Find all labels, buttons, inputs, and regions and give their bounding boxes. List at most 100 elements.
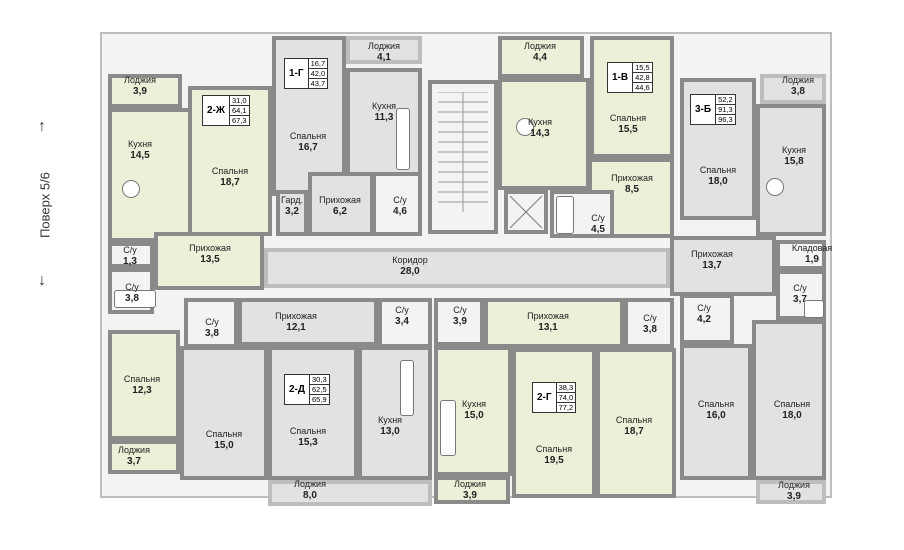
stove-icon	[122, 180, 140, 198]
arrow-up-icon[interactable]: ↑	[38, 118, 46, 135]
corridor[interactable]	[264, 248, 670, 288]
room-area: 16,7	[298, 142, 318, 153]
room-kitchen[interactable]	[756, 104, 826, 236]
room-bedroom[interactable]	[512, 348, 596, 498]
counter-icon	[440, 400, 456, 456]
living-area: 38,3	[556, 383, 576, 393]
room-name: Спальня	[211, 166, 249, 176]
room-area: 13,0	[380, 426, 400, 437]
arrow-down-icon[interactable]: ↓	[38, 272, 46, 289]
total-area-with-loggia: 77,2	[558, 403, 574, 412]
room-bathroom[interactable]	[680, 294, 734, 344]
room-loggia[interactable]	[108, 74, 182, 108]
room-bathroom[interactable]	[372, 172, 422, 236]
room-loggia[interactable]	[108, 440, 180, 474]
room-name: С/у	[393, 195, 407, 205]
room-area: 19,5	[544, 455, 564, 466]
room-hallway[interactable]	[670, 236, 776, 296]
room-bedroom[interactable]	[180, 346, 268, 480]
total-area-with-loggia: 44,6	[635, 83, 650, 92]
room-area: 14,3	[530, 128, 550, 139]
room-kitchen[interactable]	[346, 68, 422, 188]
room-name: С/у	[453, 305, 467, 315]
room-kitchen[interactable]	[358, 346, 432, 480]
shower-icon	[804, 300, 824, 318]
room-area: 3,8	[643, 324, 657, 335]
room-hallway[interactable]	[484, 298, 624, 348]
room-name: Кухня	[527, 117, 553, 127]
total-area: 74,0	[556, 393, 576, 403]
room-name: Прихожая	[275, 311, 317, 321]
room-area: 15,0	[464, 410, 484, 421]
room-area: 13,5	[200, 254, 220, 265]
room-name: Лоджия	[368, 41, 400, 51]
room-area: 3,9	[133, 86, 147, 97]
room-area: 18,0	[708, 176, 728, 187]
room-loggia[interactable]	[760, 74, 826, 104]
room-area: 15,8	[784, 156, 804, 167]
room-wardrobe[interactable]	[276, 190, 308, 236]
room-bedroom[interactable]	[680, 344, 752, 480]
room-area: 3,8	[125, 293, 139, 304]
room-name: Спальня	[609, 113, 647, 123]
room-name: Кухня	[461, 399, 487, 409]
room-area: 12,3	[132, 385, 152, 396]
room-name: Лоджия	[118, 445, 150, 455]
room-storage[interactable]	[776, 240, 826, 270]
room-area: 4,1	[377, 52, 391, 63]
room-bathroom[interactable]	[378, 298, 432, 348]
room-bedroom[interactable]	[108, 330, 180, 440]
stove-icon	[766, 178, 784, 196]
room-loggia[interactable]	[346, 36, 422, 64]
room-area: 28,0	[400, 266, 420, 277]
room-bathroom[interactable]	[108, 242, 154, 268]
room-bedroom[interactable]	[590, 36, 674, 158]
floor-label: Поверх 5/6	[37, 172, 53, 238]
room-loggia[interactable]	[498, 36, 584, 78]
room-name: Спальня	[205, 429, 243, 439]
room-kitchen[interactable]	[498, 78, 590, 190]
room-loggia[interactable]	[268, 480, 432, 506]
room-loggia[interactable]	[756, 480, 826, 504]
apartment-code: 1-Г	[285, 59, 309, 88]
room-hallway[interactable]	[238, 298, 378, 346]
room-area: 3,8	[205, 328, 219, 339]
total-area: 42,0	[308, 69, 328, 79]
room-bedroom[interactable]	[596, 348, 676, 498]
staircase-steps	[438, 92, 488, 212]
room-area: 16,0	[706, 410, 726, 421]
room-bedroom[interactable]	[268, 346, 358, 480]
room-bathroom[interactable]	[776, 270, 826, 320]
room-loggia[interactable]	[434, 476, 510, 504]
room-name: С/у	[643, 313, 657, 323]
room-bathroom[interactable]	[434, 298, 484, 346]
room-bedroom[interactable]	[752, 320, 826, 480]
room-kitchen[interactable]	[108, 108, 194, 242]
living-area: 30,3	[310, 375, 329, 385]
room-hallway[interactable]	[154, 232, 264, 290]
room-bathroom[interactable]	[624, 298, 674, 348]
